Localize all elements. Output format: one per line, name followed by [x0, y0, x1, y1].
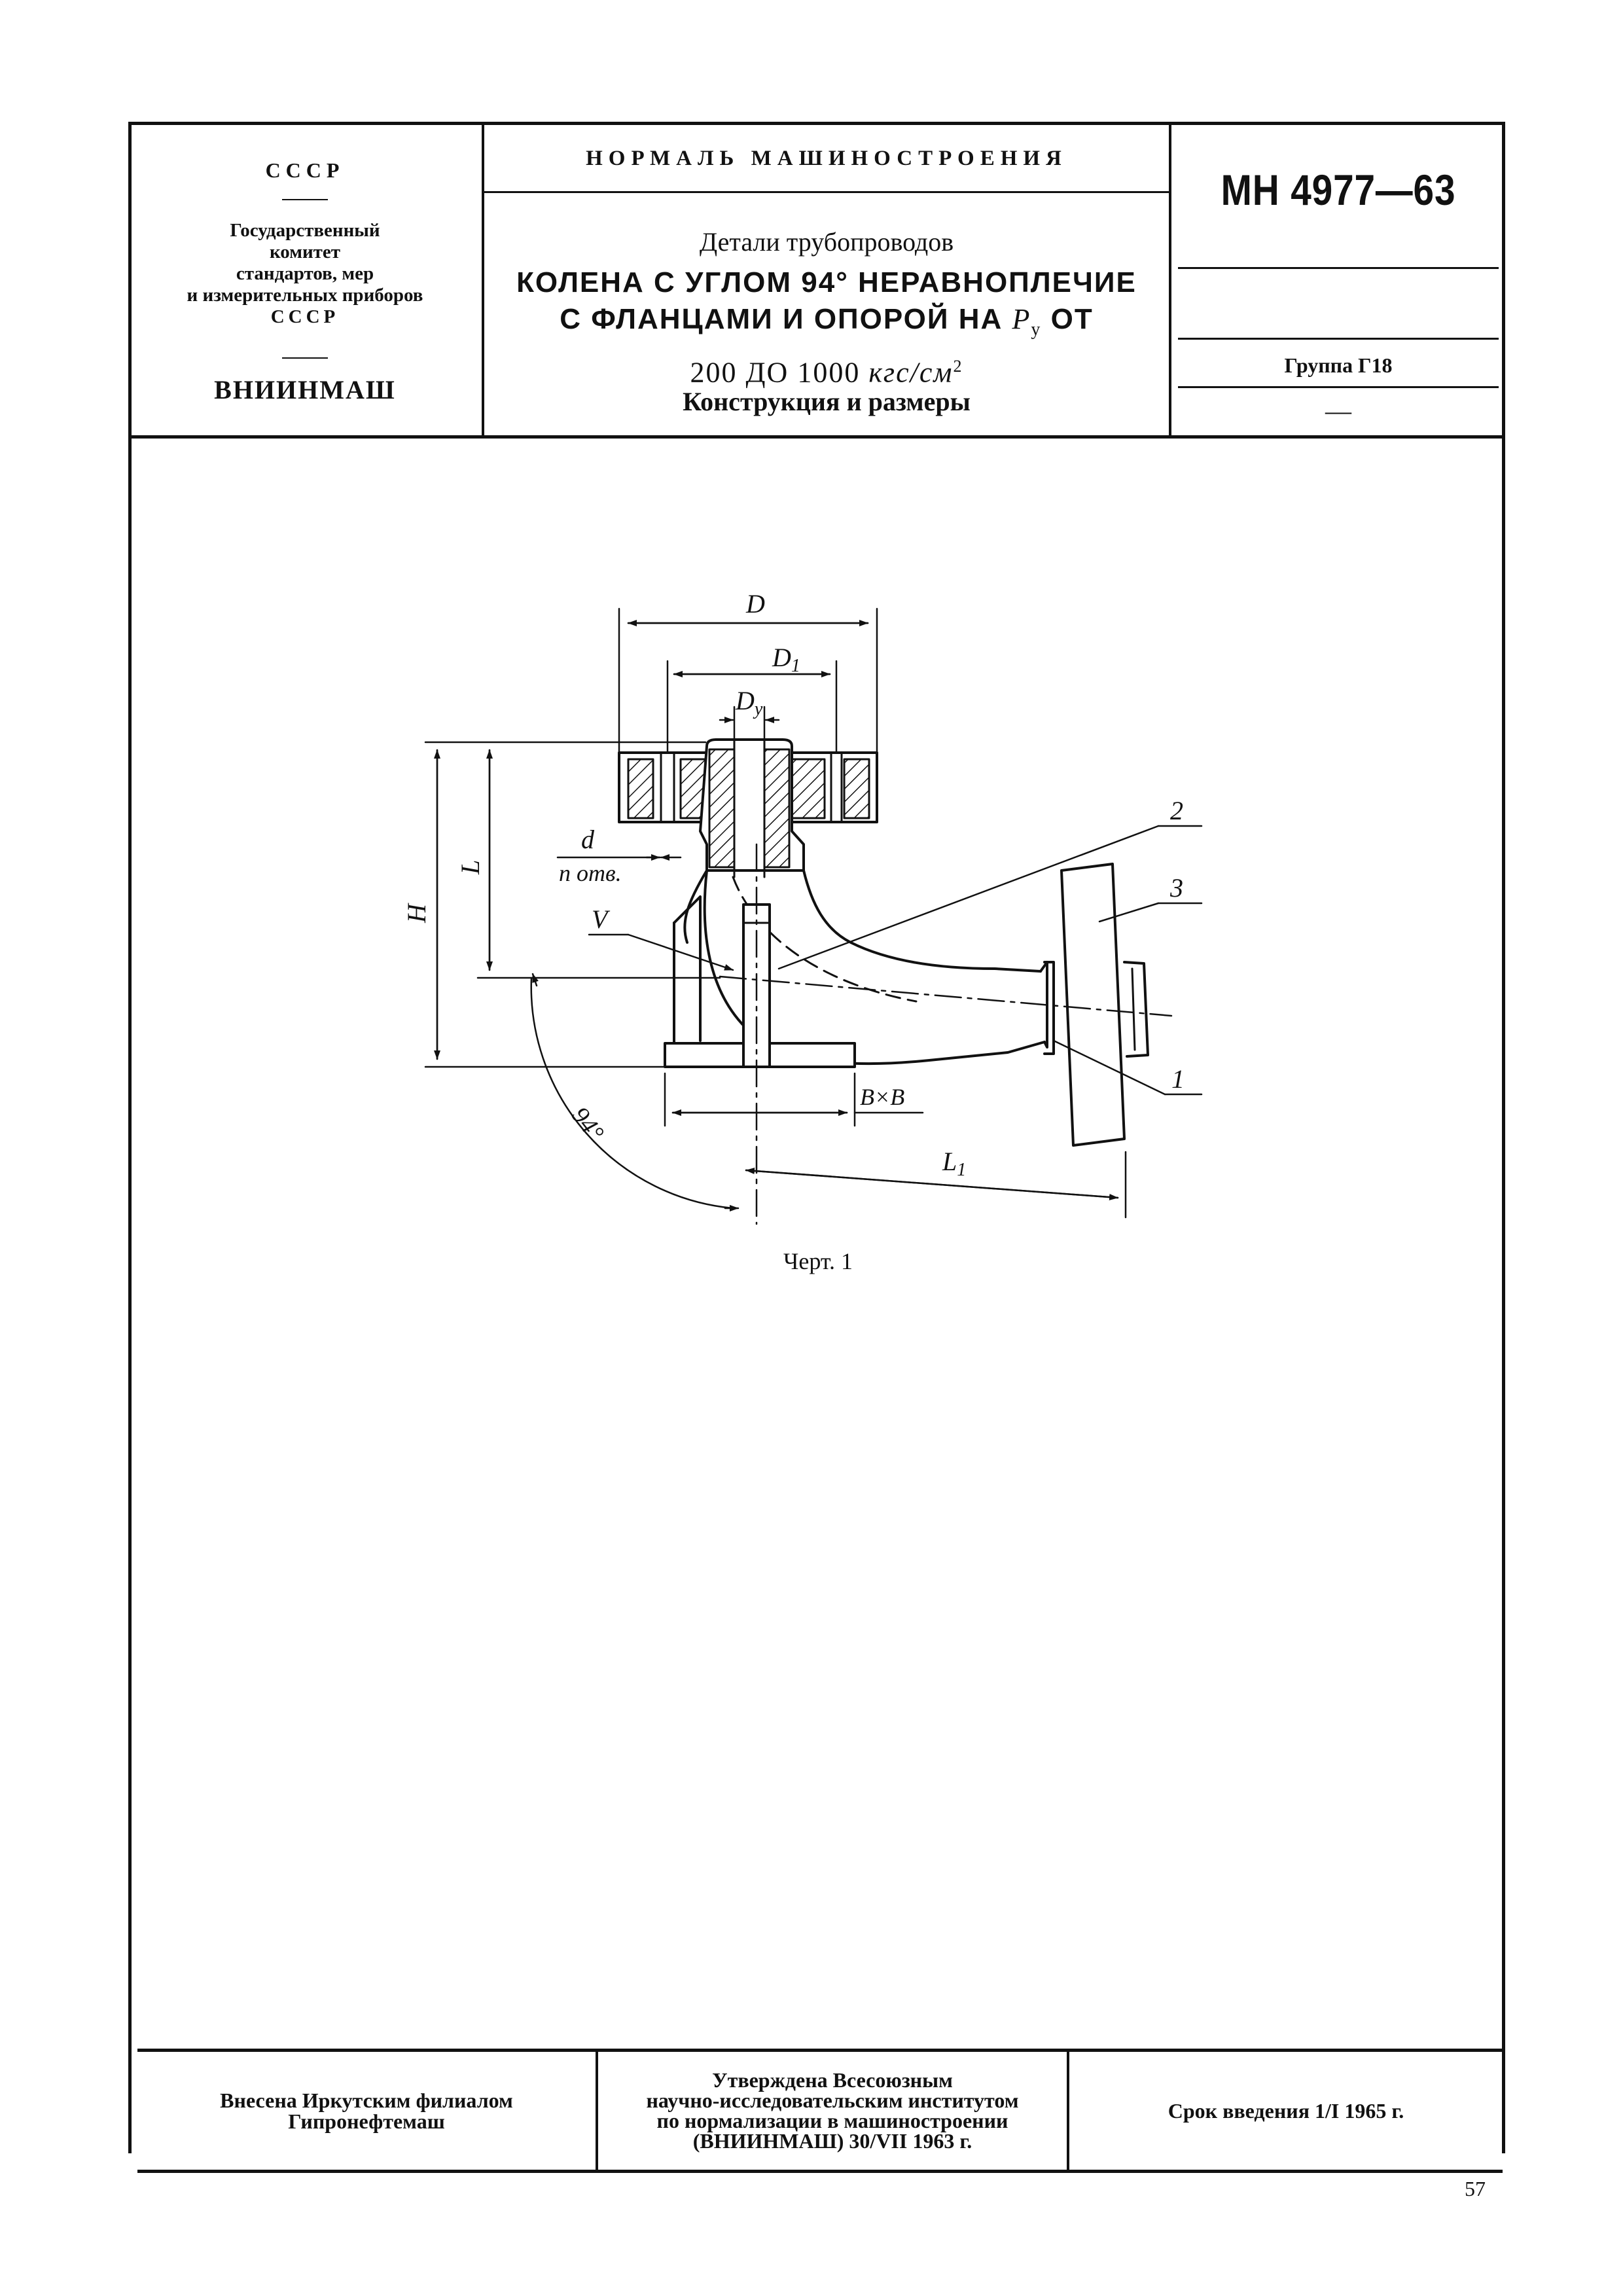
divider [484, 191, 1169, 193]
approval-block: Внесена Иркутским филиалом Гипронефтемаш… [137, 2049, 1503, 2173]
document-title: КОЛЕНА С УГЛОМ 94° НЕРАВНОПЛЕЧИЕ С ФЛАНЦ… [516, 266, 1137, 389]
document-category: Детали трубопроводов [699, 227, 954, 257]
introduced-by: Внесена Иркутским филиалом Гипронефтемаш [220, 2089, 513, 2133]
document-code: МН 4977—63 [1221, 166, 1456, 214]
group-dash: — [1325, 396, 1351, 425]
divider [1178, 267, 1499, 269]
org-institute: ВНИИНМАШ [214, 375, 396, 404]
divider [1178, 386, 1499, 388]
footer-divider [1067, 2052, 1069, 2173]
issuing-organization: СССР Государственный комитет стандартов,… [128, 122, 482, 439]
divider [282, 199, 328, 200]
divider [1178, 338, 1499, 340]
header-divider [1169, 122, 1171, 439]
org-committee: Государственный комитет стандартов, мер … [187, 220, 423, 327]
footer-divider [596, 2052, 598, 2173]
page-number: 57 [1465, 2177, 1486, 2200]
normal-title: НОРМАЛЬ МАШИНОСТРОЕНИЯ [586, 147, 1067, 170]
header-divider [482, 122, 484, 439]
document-subtitle: Конструкция и размеры [683, 387, 971, 416]
effective-date: Срок введения 1/I 1965 г. [1168, 2099, 1404, 2123]
document-code-block: МН 4977—63 Группа Г18 — [1171, 122, 1505, 439]
approved-by: Утверждена Всесоюзным научно-исследовате… [646, 2068, 1019, 2153]
divider [282, 357, 328, 359]
page-frame [128, 122, 1505, 2153]
figure-caption: Черт. 1 [783, 1248, 853, 1274]
title-block: СССР Государственный комитет стандартов,… [128, 122, 1505, 439]
org-country: СССР [265, 158, 345, 182]
document-group: Группа Г18 [1284, 353, 1393, 377]
document-title-block: НОРМАЛЬ МАШИНОСТРОЕНИЯ Детали трубопрово… [484, 122, 1169, 439]
